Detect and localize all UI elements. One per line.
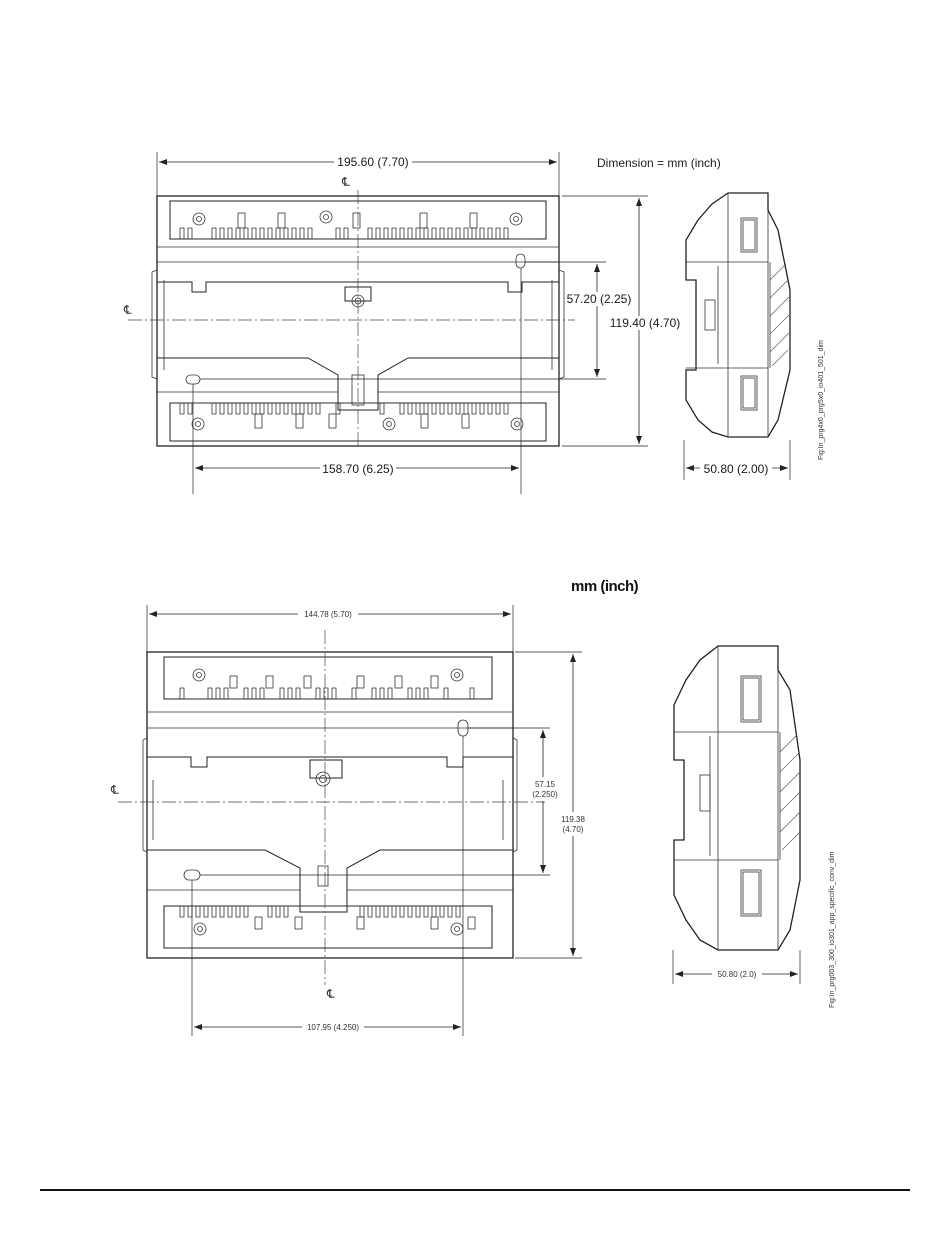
figure-id-bottom: Fig:In_prg003_300_io301_app_specific_con… — [829, 851, 836, 1008]
bottom-side-view — [674, 646, 800, 950]
units-title: mm (inch) — [571, 578, 639, 595]
depth-dimension: 50.80 (2.0) — [718, 970, 757, 979]
height-in: (4.70) — [563, 825, 584, 834]
depth-dimension: 50.80 (2.00) — [704, 462, 769, 476]
bottom-front-view: ℄ ℄ — [110, 630, 545, 1001]
page-footer-rule — [40, 1189, 910, 1191]
mount-height-mm: 57.15 — [535, 780, 556, 789]
top-front-view: ℄ ℄ — [123, 175, 575, 446]
mount-height-in: (2.250) — [532, 790, 558, 799]
mount-height-dimension: 57.20 (2.25) — [567, 292, 632, 306]
hole-spacing-dimension: 107.95 (4.250) — [307, 1023, 359, 1032]
centerline-symbol: ℄ — [123, 303, 132, 317]
centerline-symbol: ℄ — [341, 175, 350, 189]
height-mm: 119.38 — [561, 815, 585, 824]
centerline-symbol: ℄ — [110, 783, 119, 797]
width-dimension: 144.78 (5.70) — [304, 610, 352, 619]
height-dimension: 119.40 (4.70) — [610, 316, 681, 330]
centerline-symbol: ℄ — [326, 987, 335, 1001]
width-dimension: 195.60 (7.70) — [337, 155, 408, 169]
units-note: Dimension = mm (inch) — [597, 156, 721, 170]
figure-id-top: Fig:In_prg4x0_prg5x0_io401_501_dim — [818, 340, 825, 460]
hole-spacing-dimension: 158.70 (6.25) — [322, 462, 393, 476]
top-side-view — [686, 193, 790, 437]
